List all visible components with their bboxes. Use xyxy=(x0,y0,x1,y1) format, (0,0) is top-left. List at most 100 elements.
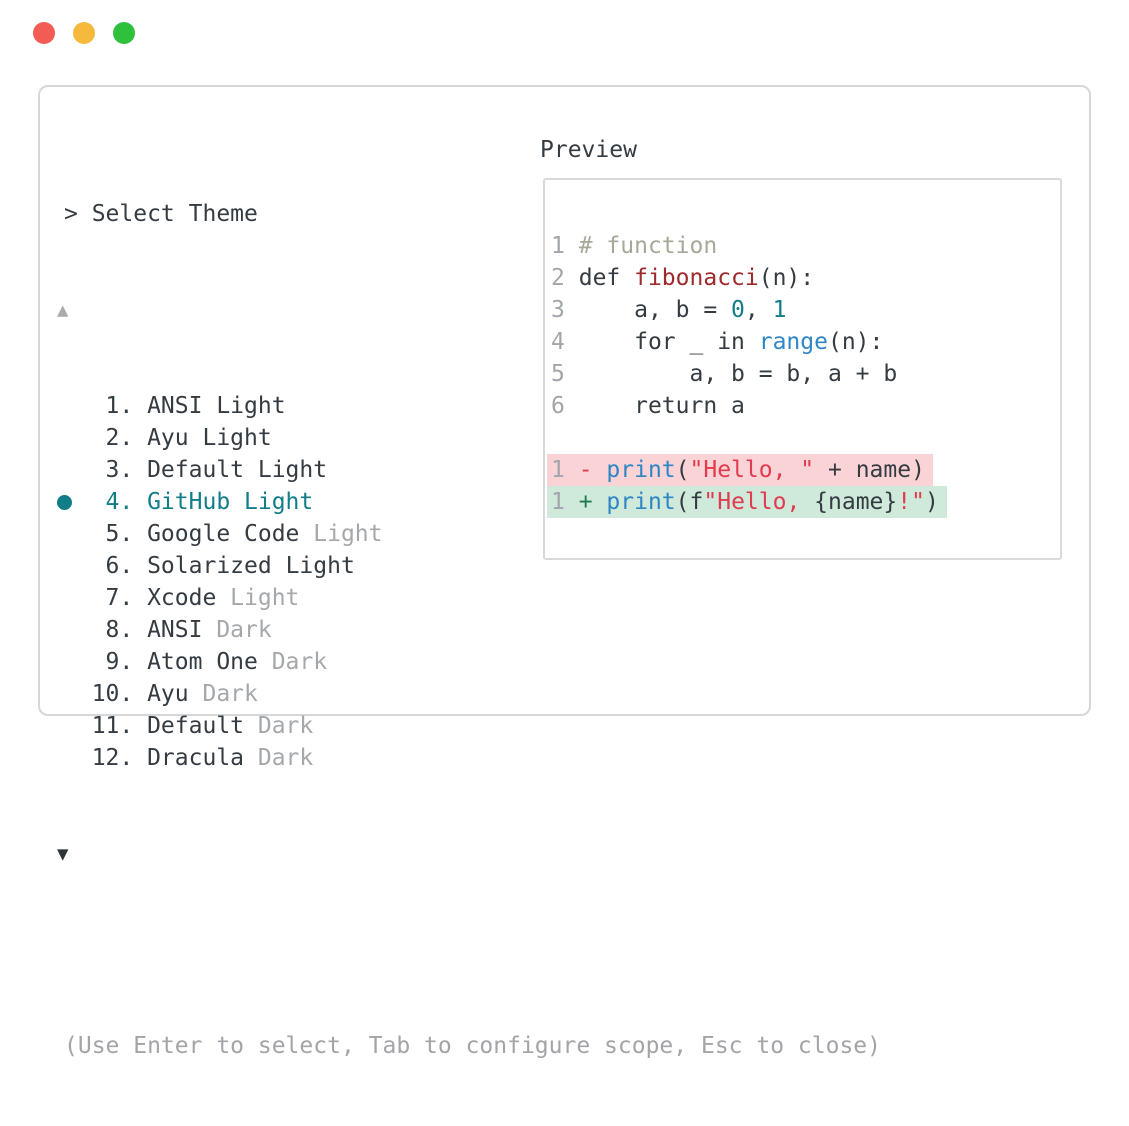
theme-item-ayu-dark[interactable]: 10. Ayu Dark xyxy=(64,678,881,710)
code-line: 1 # function xyxy=(551,230,1060,262)
code-token-text: , xyxy=(744,297,773,323)
theme-item-number: 2. xyxy=(105,425,134,451)
picker-title: > Select Theme xyxy=(64,201,258,227)
line-number: 1 xyxy=(551,233,565,259)
theme-item-default-light[interactable]: 3. Default Light xyxy=(64,454,881,486)
theme-item-variant: Light xyxy=(313,521,383,547)
theme-item-google-code-light[interactable]: 5. Google Code Light xyxy=(64,518,881,550)
code-token-string: !" xyxy=(897,489,925,515)
diff-highlight-added: 1 + print(f"Hello, {name}!") xyxy=(547,486,947,518)
theme-item-dracula-dark[interactable]: 12. Dracula Dark xyxy=(64,742,881,774)
code-token-text: return a xyxy=(578,393,745,419)
theme-item-number: 8. xyxy=(105,617,134,643)
theme-item-name: GitHub xyxy=(147,489,245,515)
theme-item-variant: Light xyxy=(202,425,272,451)
theme-item-variant: Dark xyxy=(216,617,272,643)
code-token-text: for _ in xyxy=(578,329,759,355)
code-token-text: def xyxy=(578,265,635,291)
code-token-text: + name) xyxy=(814,457,925,483)
theme-item-number: 5. xyxy=(105,521,134,547)
theme-item-name: Default xyxy=(147,457,258,483)
theme-item-number: 1. xyxy=(105,393,134,419)
scroll-down-icon[interactable]: ▼ xyxy=(57,843,69,865)
theme-item-variant: Light xyxy=(257,457,328,483)
code-line: 6 return a xyxy=(551,390,1060,422)
theme-item-atom-one-dark[interactable]: 9. Atom One Dark xyxy=(64,646,881,678)
line-number: 1 xyxy=(551,457,565,483)
theme-item-name: Atom One xyxy=(147,649,272,675)
code-token-builtin: print xyxy=(606,489,676,515)
code-token-builtin: print xyxy=(606,457,676,483)
code-token-removed: - xyxy=(578,457,607,483)
code-line: 2 def fibonacci(n): xyxy=(551,262,1060,294)
code-token-text: a, b = xyxy=(578,297,732,323)
code-token-text: (n): xyxy=(827,329,884,355)
code-line: 3 a, b = 0, 1 xyxy=(551,294,1060,326)
theme-item-xcode-light[interactable]: 7. Xcode Light xyxy=(64,582,881,614)
code-token-text: (n): xyxy=(758,265,815,291)
keyboard-hint: (Use Enter to select, Tab to configure s… xyxy=(64,1033,881,1059)
zoom-button-icon[interactable] xyxy=(113,22,135,44)
code-token-builtin: range xyxy=(758,329,828,355)
code-line: 5 a, b = b, a + b xyxy=(551,358,1060,390)
code-token-number: 1 xyxy=(772,297,787,323)
diff-highlight-removed: 1 - print("Hello, " + name) xyxy=(547,454,933,486)
window-controls xyxy=(33,22,135,44)
code-token-string: "Hello, " xyxy=(689,457,815,483)
theme-item-ansi-dark[interactable]: 8. ANSI Dark xyxy=(64,614,881,646)
theme-item-variant: Light xyxy=(216,393,286,419)
theme-item-number: 4. xyxy=(105,489,134,515)
theme-item-variant: Dark xyxy=(271,649,328,675)
theme-item-solarized-light[interactable]: 6. Solarized Light xyxy=(64,550,881,582)
theme-item-name: ANSI xyxy=(147,393,217,419)
theme-item-variant: Dark xyxy=(202,681,258,707)
theme-item-number: 12. xyxy=(91,745,134,771)
theme-item-github-light[interactable]: 4. GitHub Light xyxy=(57,486,881,518)
code-line: 4 for _ in range(n): xyxy=(551,326,1060,358)
preview-title: Preview xyxy=(540,137,637,163)
theme-item-name: Default xyxy=(147,713,258,739)
theme-item-ayu-light[interactable]: 2. Ayu Light xyxy=(64,422,881,454)
theme-item-name: Ayu xyxy=(147,425,203,451)
scroll-up-icon[interactable]: ▲ xyxy=(57,299,69,321)
code-token-text: {name} xyxy=(814,489,898,515)
diff-line-added: 1 + print(f"Hello, {name}!") xyxy=(547,486,1060,518)
line-number: 4 xyxy=(551,329,565,355)
line-number: 3 xyxy=(551,297,565,323)
theme-item-number: 3. xyxy=(105,457,134,483)
diff-line-removed: 1 - print("Hello, " + name) xyxy=(547,454,1060,486)
theme-item-name: Solarized xyxy=(147,553,286,579)
code-token-text: (f xyxy=(675,489,704,515)
line-number: 2 xyxy=(551,265,565,291)
spacer xyxy=(64,934,881,966)
theme-item-number: 9. xyxy=(105,649,134,675)
minimize-button-icon[interactable] xyxy=(73,22,95,44)
theme-item-number: 7. xyxy=(105,585,134,611)
code-token-number: 0 xyxy=(731,297,745,323)
theme-item-variant: Light xyxy=(230,585,300,611)
code-token-comment: # function xyxy=(578,233,718,259)
code-token-text: ) xyxy=(924,489,939,515)
theme-item-name: Xcode xyxy=(147,585,231,611)
theme-item-default-dark[interactable]: 11. Default Dark xyxy=(64,710,881,742)
code-token-added: + xyxy=(578,489,607,515)
theme-item-variant: Dark xyxy=(257,713,314,739)
code-token-text: a, b = b, a + b xyxy=(578,361,898,387)
line-number: 6 xyxy=(551,393,565,419)
theme-item-variant: Light xyxy=(285,553,355,579)
theme-item-number: 11. xyxy=(91,713,134,739)
theme-item-ansi-light[interactable]: 1. ANSI Light xyxy=(64,390,881,422)
theme-item-variant: Dark xyxy=(257,745,314,771)
selected-bullet-icon xyxy=(57,495,72,510)
code-token-text: ( xyxy=(675,457,690,483)
close-button-icon[interactable] xyxy=(33,22,55,44)
theme-item-variant: Light xyxy=(244,489,314,515)
blank-line xyxy=(551,422,1060,454)
theme-item-number: 10. xyxy=(91,681,134,707)
theme-item-name: Google Code xyxy=(147,521,314,547)
theme-item-name: ANSI xyxy=(147,617,217,643)
line-number: 1 xyxy=(551,489,565,515)
